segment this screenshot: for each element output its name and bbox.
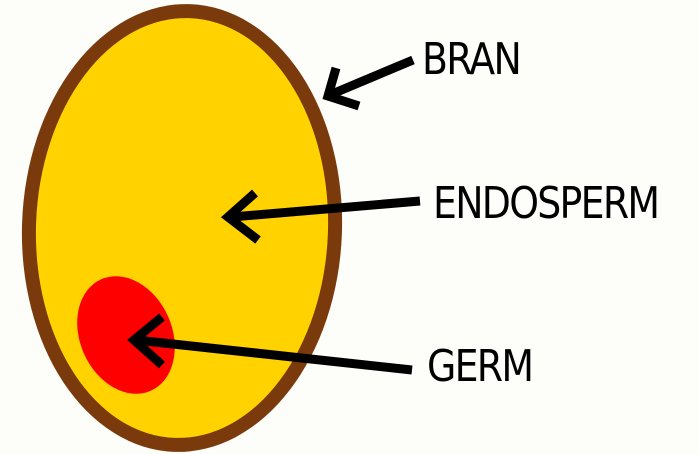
germ-label: GERM (427, 345, 532, 389)
endosperm-label: ENDOSPERM (433, 182, 658, 226)
bran-label: BRAN (422, 38, 520, 82)
bran-arrow (328, 60, 413, 106)
